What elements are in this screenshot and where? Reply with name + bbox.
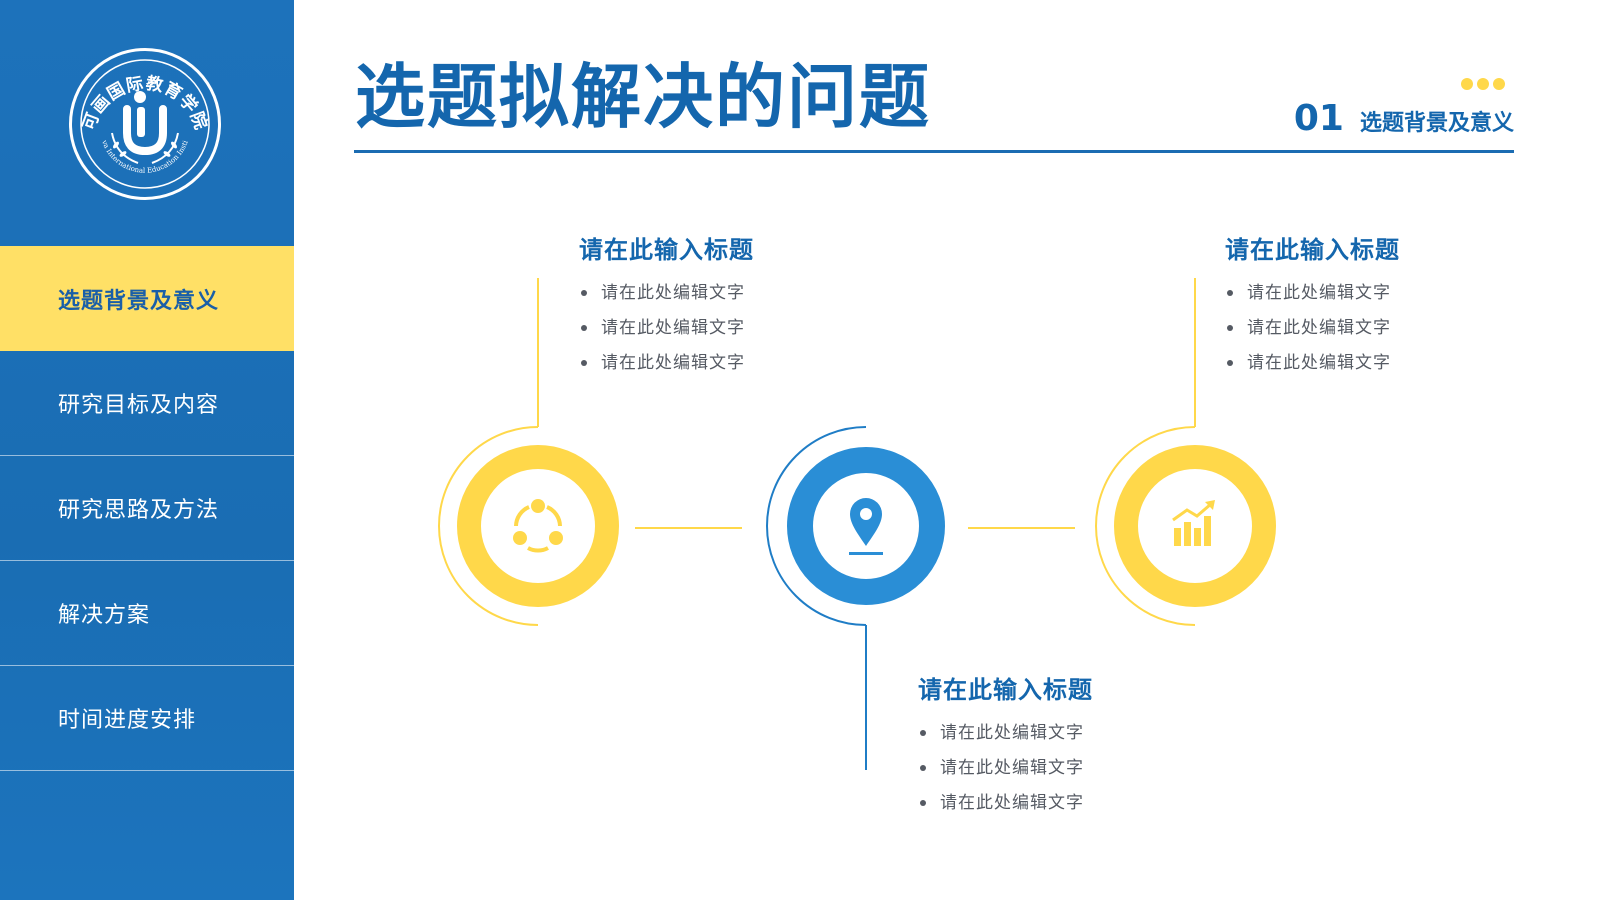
sidebar-item-label: 选题背景及意义 [58,288,220,314]
bullet-item[interactable]: 请在此处编辑文字 [579,353,754,388]
block-title[interactable]: 请在此输入标题 [1225,236,1400,264]
text-block-2: 请在此输入标题 请在此处编辑文字 请在此处编辑文字 请在此处编辑文字 [918,670,1093,828]
bullet-item[interactable]: 请在此处编辑文字 [579,318,754,353]
dot [1461,78,1473,90]
sidebar-item-label: 解决方案 [58,603,151,628]
decorative-dots [1461,78,1505,90]
text-block-1: 请在此输入标题 请在此处编辑文字 请在此处编辑文字 请在此处编辑文字 [579,230,754,388]
sidebar-item-solution[interactable]: 解决方案 [0,561,294,666]
bullet-list: 请在此处编辑文字 请在此处编辑文字 请在此处编辑文字 [918,723,1093,828]
institute-logo: 可画国际教育学院 Canva International Education I… [69,48,221,200]
node-1 [438,278,619,626]
sidebar-item-objectives[interactable]: 研究目标及内容 [0,351,294,456]
text-block-3: 请在此输入标题 请在此处编辑文字 请在此处编辑文字 请在此处编辑文字 [1225,230,1400,388]
sidebar-item-label: 研究思路及方法 [58,498,220,523]
location-pin-icon [849,498,883,555]
bullet-item[interactable]: 请在此处编辑文字 [918,793,1093,828]
node-2 [766,426,945,770]
sidebar-item-methods[interactable]: 研究思路及方法 [0,456,294,561]
bullet-item[interactable]: 请在此处编辑文字 [918,723,1093,758]
sidebar-item-label: 研究目标及内容 [58,393,220,418]
bullet-item[interactable]: 请在此处编辑文字 [1225,353,1400,388]
bullet-list: 请在此处编辑文字 请在此处编辑文字 请在此处编辑文字 [1225,283,1400,388]
bullet-item[interactable]: 请在此处编辑文字 [1225,283,1400,318]
block-title[interactable]: 请在此输入标题 [918,676,1093,704]
sidebar: 可画国际教育学院 Canva International Education I… [0,0,294,900]
header-divider [354,150,1514,153]
section-label: 选题背景及意义 [1359,111,1514,136]
sidebar-nav: 选题背景及意义 研究目标及内容 研究思路及方法 解决方案 时间进度安排 [0,246,294,771]
block-title[interactable]: 请在此输入标题 [579,236,754,264]
growth-chart-icon [1172,500,1215,546]
cycle-icon [513,499,563,553]
bullet-item[interactable]: 请在此处编辑文字 [918,758,1093,793]
sidebar-item-background[interactable]: 选题背景及意义 [0,246,294,351]
sidebar-item-label: 时间进度安排 [58,708,197,733]
bullet-item[interactable]: 请在此处编辑文字 [1225,318,1400,353]
bullet-list: 请在此处编辑文字 请在此处编辑文字 请在此处编辑文字 [579,283,754,388]
dot [1477,78,1489,90]
section-tag: 01 选题背景及意义 [1294,98,1514,139]
sidebar-item-schedule[interactable]: 时间进度安排 [0,666,294,771]
logo-seal-icon: 可画国际教育学院 Canva International Education I… [72,51,211,189]
dot [1493,78,1505,90]
page-title: 选题拟解决的问题 [355,56,931,138]
node-3 [1095,278,1276,626]
bullet-item[interactable]: 请在此处编辑文字 [579,283,754,318]
section-number: 01 [1293,98,1344,139]
